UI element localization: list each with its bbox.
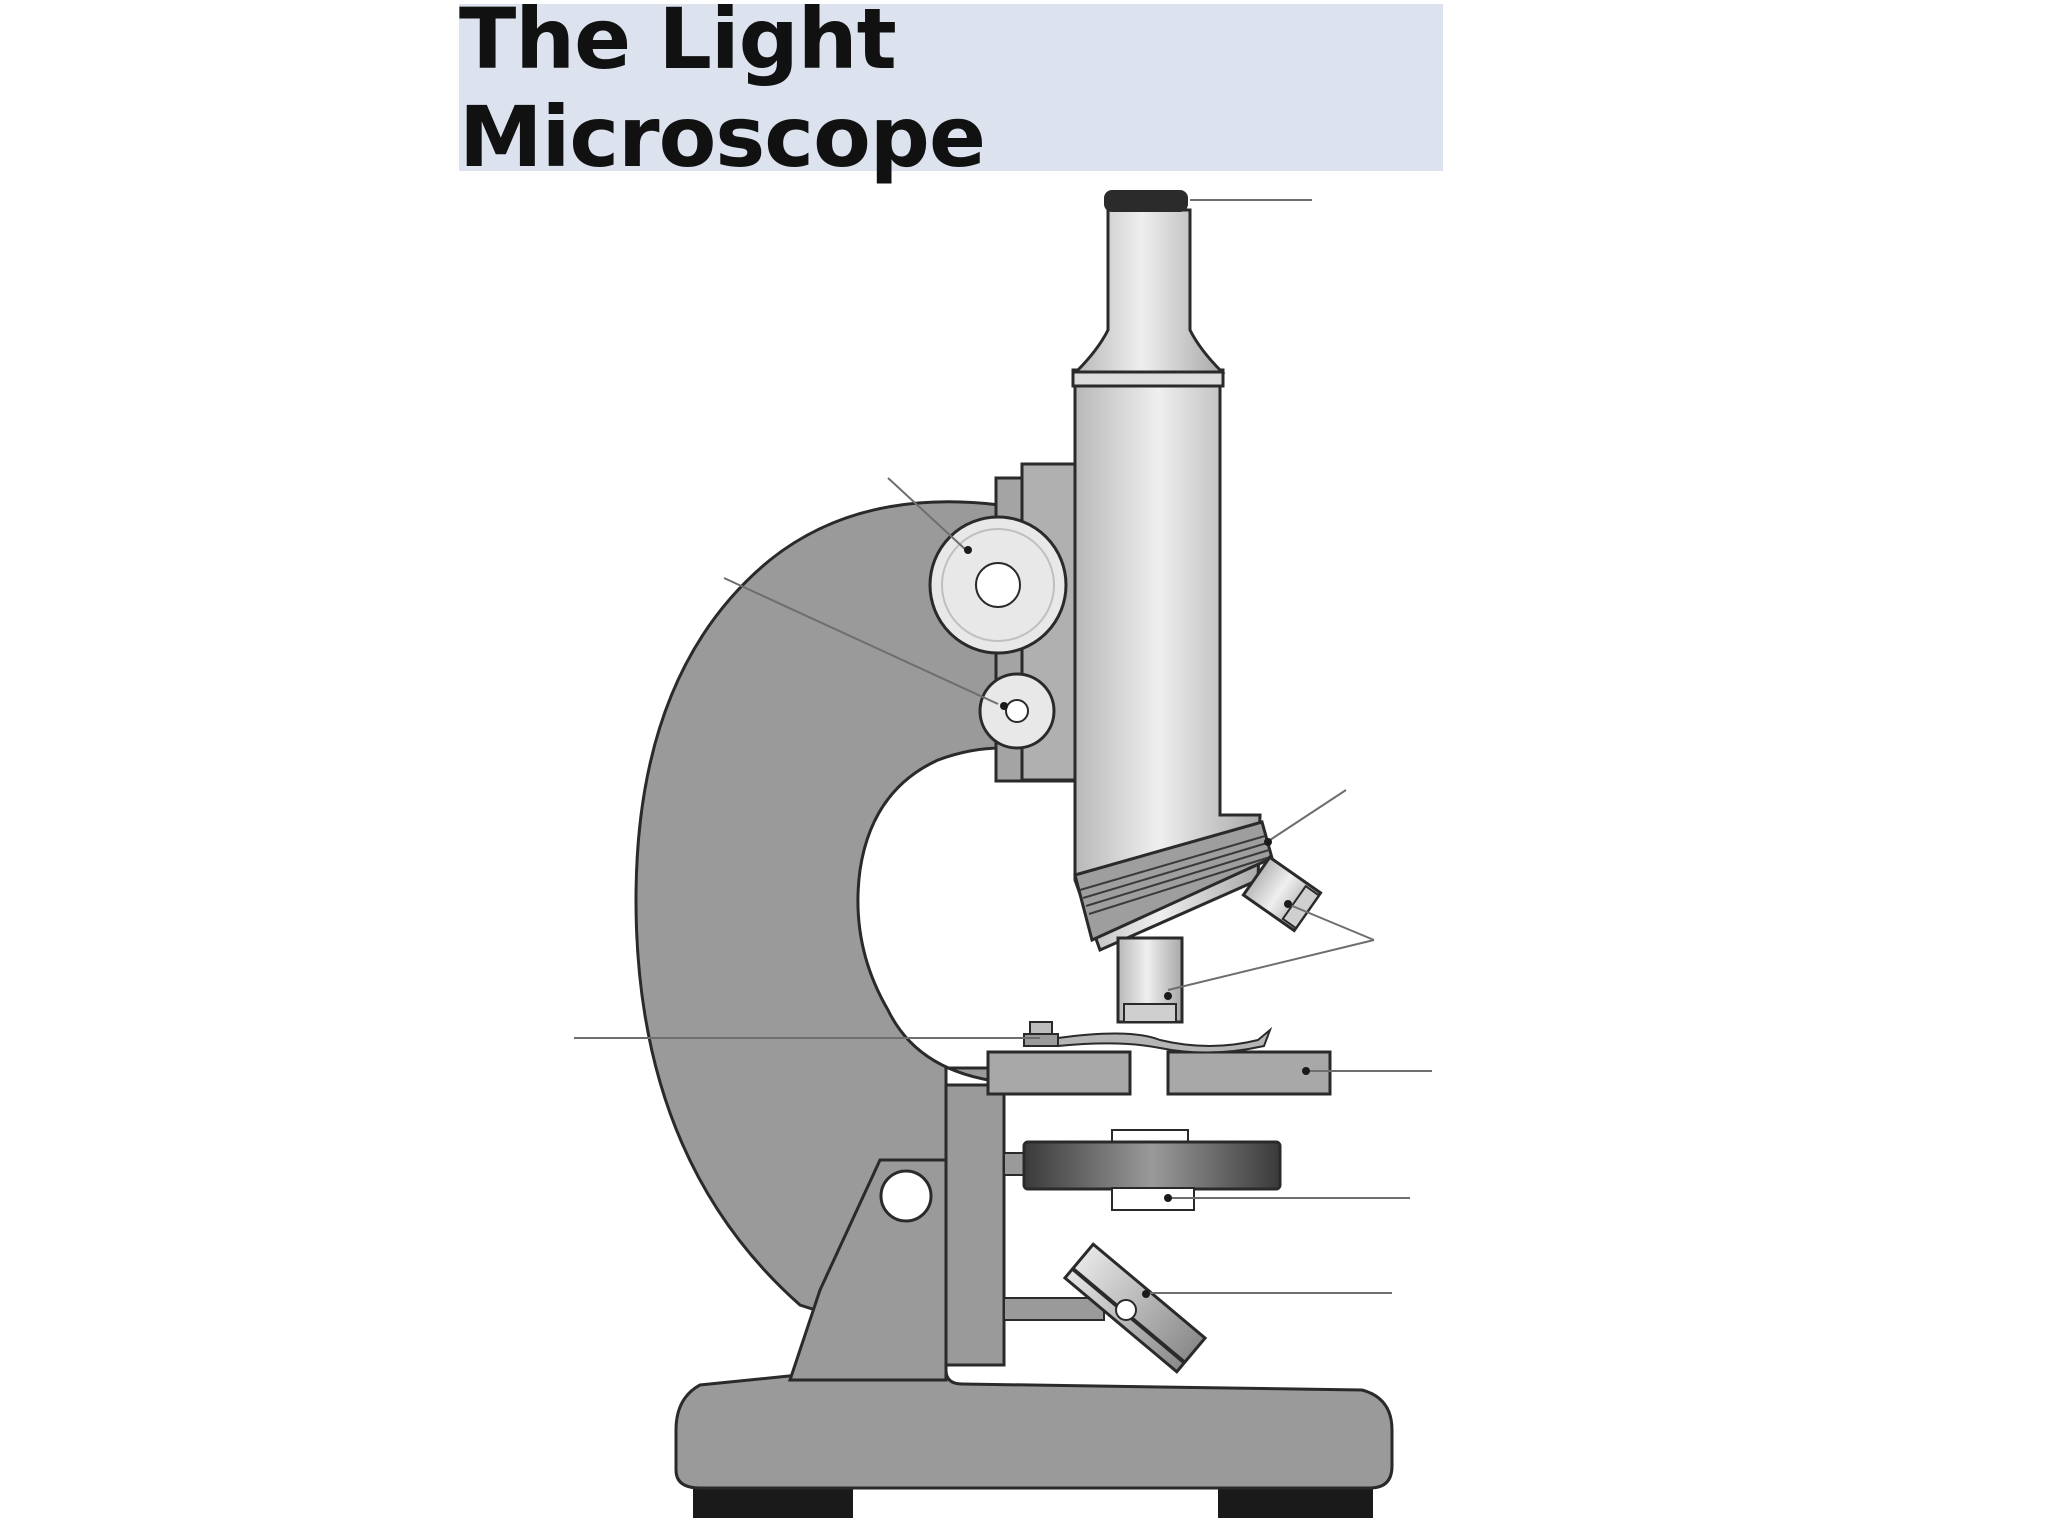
leader-fine-focus: [723, 577, 999, 705]
leader-coarse-focus: [887, 477, 967, 551]
objective-lens-tip: [1123, 1003, 1177, 1023]
page-title: The Light Microscope: [459, 0, 986, 186]
coarse-focus-knob-center: [975, 562, 1021, 608]
tilt-joint: [879, 1169, 933, 1223]
base-foot-left: [693, 1485, 853, 1518]
eyepiece: [1072, 208, 1226, 374]
label-pointer-dots: [964, 546, 1310, 1298]
eyepiece-lens-cap: [1104, 190, 1188, 212]
base-foot-right: [1218, 1485, 1373, 1518]
title-banner: The Light Microscope: [459, 0, 1443, 186]
mirror-bracket: [1003, 1297, 1105, 1321]
stage-support: [944, 1083, 1006, 1367]
microscope-arm: [634, 500, 1004, 1355]
lamp-disc: [1022, 1140, 1282, 1191]
leader-objective-side: [1289, 904, 1375, 941]
mirror-pivot: [1115, 1299, 1137, 1321]
microscope-base: [674, 1358, 1394, 1490]
leader-nosepiece: [1269, 789, 1347, 841]
label-leader-lines: [574, 199, 1432, 1294]
stage-left: [986, 1050, 1132, 1096]
fine-focus-knob-center: [1005, 699, 1029, 723]
stage-clip: [1023, 1021, 1273, 1054]
nosepiece-grip-lines: [1079, 835, 1271, 915]
leader-objective-main: [1167, 939, 1375, 991]
